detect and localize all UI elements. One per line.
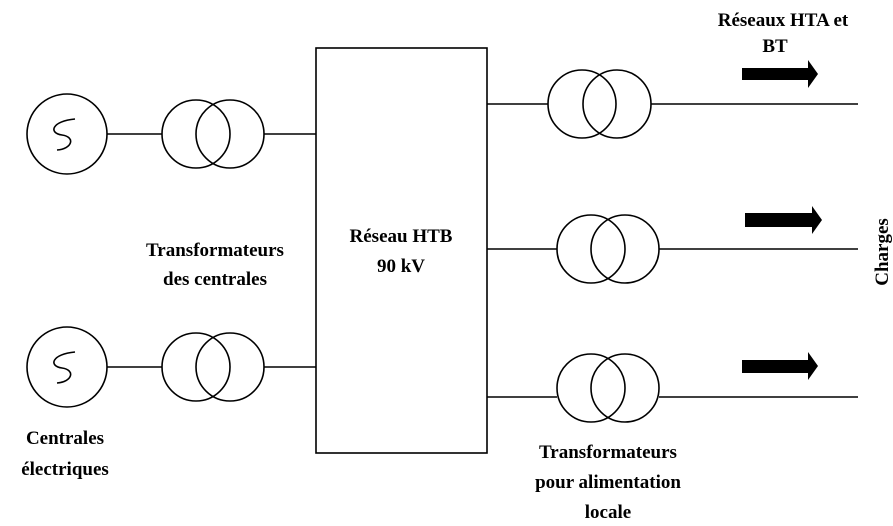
label-charges: Charges (872, 218, 893, 286)
generator-1 (26, 93, 108, 175)
label-reseaux-line1: Réseaux HTA et (718, 10, 849, 31)
label-local-transformers-line3: locale (585, 502, 631, 523)
label-power-plants-line2: électriques (21, 459, 109, 480)
plant-transformer-2 (161, 332, 265, 402)
plant-transformer-1 (161, 99, 265, 169)
label-power-plants-line1: Centrales (26, 428, 104, 449)
label-plant-transformers-line1: Transformateurs (146, 240, 284, 261)
htb-network-box (315, 47, 488, 454)
label-local-transformers-line1: Transformateurs (539, 442, 677, 463)
generator-2 (26, 326, 108, 408)
local-transformer-3 (556, 353, 660, 423)
load-arrow-1 (742, 60, 818, 88)
label-local-transformers-line2: pour alimentation (535, 472, 681, 493)
local-transformer-2 (556, 214, 660, 284)
label-htb-line2: 90 kV (377, 256, 425, 277)
label-plant-transformers-line2: des centrales (163, 269, 267, 290)
load-arrow-3 (742, 352, 818, 380)
label-reseaux-line2: BT (762, 36, 788, 57)
load-arrow-2 (745, 206, 822, 234)
label-htb-line1: Réseau HTB (350, 226, 453, 247)
local-transformer-1 (547, 69, 652, 139)
